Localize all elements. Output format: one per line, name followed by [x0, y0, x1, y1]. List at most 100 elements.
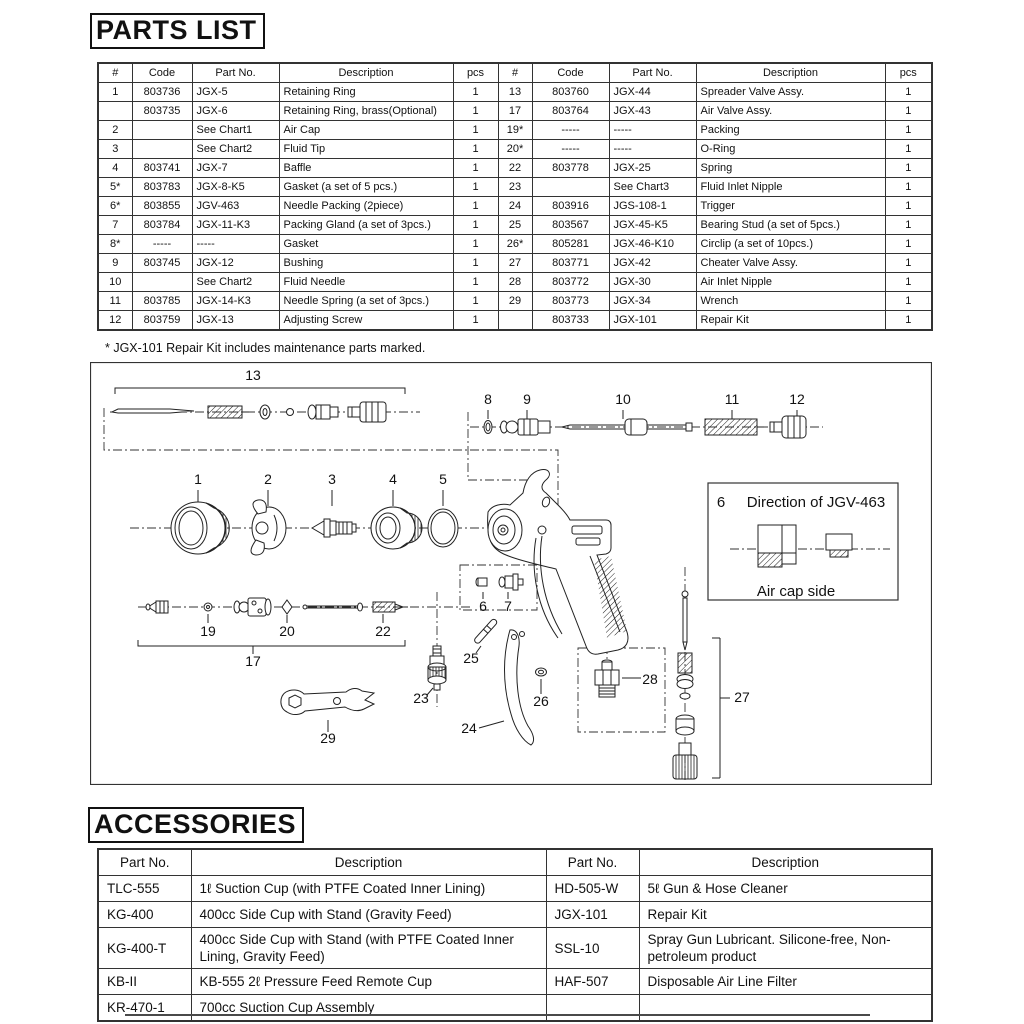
table-cell: Repair Kit [695, 310, 886, 331]
packing-oring-spring-row-drawing [137, 597, 408, 654]
table-cell: 803785 [131, 291, 193, 311]
column-header: Description [278, 62, 454, 83]
table-cell: JGX-101 [608, 310, 697, 331]
table-cell: 803778 [531, 158, 610, 178]
table-cell: 10 [97, 272, 133, 292]
table-cell: 803773 [531, 291, 610, 311]
table-cell: 803735 [131, 101, 193, 121]
table-cell: JGX-12 [191, 253, 280, 273]
spreader-valve-8-9-drawing [483, 410, 551, 436]
diagram-callout-22: 22 [375, 623, 391, 639]
table-cell: Retaining Ring, brass(Optional) [278, 101, 454, 121]
table-cell: Adjusting Screw [278, 310, 454, 331]
table-cell: 1 [452, 291, 499, 311]
table-cell: 1 [884, 177, 933, 197]
column-header: Description [638, 848, 933, 876]
table-cell: 28 [497, 272, 533, 292]
parts-list-title: PARTS LIST [90, 13, 265, 49]
table-cell: 803783 [131, 177, 193, 197]
table-cell: 19* [497, 120, 533, 140]
table-cell: 1 [452, 139, 499, 159]
diagram-callout-28: 28 [642, 671, 658, 687]
table-cell: 803733 [531, 310, 610, 331]
table-cell: 400cc Side Cup with Stand (with PTFE Coa… [190, 927, 547, 969]
table-cell: KB-555 2ℓ Pressure Feed Remote Cup [190, 968, 547, 995]
table-cell: 17 [497, 101, 533, 121]
table-cell: 22 [497, 158, 533, 178]
table-cell [131, 272, 193, 292]
diagram-callout-5: 5 [439, 471, 447, 487]
table-cell: 803741 [131, 158, 193, 178]
needle-assembly-13-drawing [110, 387, 406, 423]
table-cell: Gasket (a set of 5 pcs.) [278, 177, 454, 197]
table-cell: 5ℓ Gun & Hose Cleaner [638, 875, 933, 902]
diagram-callout-3: 3 [328, 471, 336, 487]
air-inlet-28-drawing [594, 659, 641, 698]
table-cell: 1 [884, 139, 933, 159]
table-cell: 1 [884, 310, 933, 331]
table-cell: 1 [452, 310, 499, 331]
trigger-24-drawing [478, 629, 535, 746]
table-cell: JGX-25 [608, 158, 697, 178]
table-cell: TLC-555 [97, 875, 192, 902]
table-cell: JGX-43 [608, 101, 697, 121]
table-cell: 803916 [531, 196, 610, 216]
needle-packing-6-7-drawing [475, 573, 524, 599]
parts-table-header-row: # Code Part No. Description pcs # Code P… [97, 62, 933, 83]
column-header: Part No. [191, 62, 280, 83]
table-cell [531, 177, 610, 197]
table-cell: 1 [452, 101, 499, 121]
table-cell: 803759 [131, 310, 193, 331]
table-cell: 400cc Side Cup with Stand (Gravity Feed) [190, 901, 547, 928]
diagram-callout-25: 25 [463, 650, 479, 666]
table-cell: Fluid Tip [278, 139, 454, 159]
table-cell: 20* [497, 139, 533, 159]
retaining-ring-1-drawing [170, 490, 230, 555]
table-cell: 1 [884, 196, 933, 216]
table-cell: 5* [97, 177, 133, 197]
table-cell: 803784 [131, 215, 193, 235]
table-cell: ----- [191, 234, 280, 254]
column-header: Code [131, 62, 193, 83]
next-section-top-rule [125, 1014, 870, 1016]
jgv463-direction-inset [707, 482, 899, 601]
table-cell: 25 [497, 215, 533, 235]
table-cell: 7 [97, 215, 133, 235]
table-cell: KG-400 [97, 901, 192, 928]
diagram-callout-11: 11 [725, 391, 740, 407]
table-cell: 700cc Suction Cup Assembly [190, 994, 547, 1022]
table-cell: 26* [497, 234, 533, 254]
table-cell: 1 [884, 82, 933, 102]
diagram-callout-1: 1 [194, 471, 202, 487]
table-cell: JGX-7 [191, 158, 280, 178]
table-cell: See Chart1 [191, 120, 280, 140]
table-cell: JGX-42 [608, 253, 697, 273]
table-cell: 27 [497, 253, 533, 273]
table-cell: Bearing Stud (a set of 5pcs.) [695, 215, 886, 235]
table-cell: Wrench [695, 291, 886, 311]
table-cell: 1 [452, 120, 499, 140]
diagram-callout-9: 9 [523, 391, 531, 407]
table-cell: Needle Spring (a set of 3pcs.) [278, 291, 454, 311]
diagram-callout-13: 13 [245, 367, 261, 383]
table-cell: 1 [884, 215, 933, 235]
table-cell: 803764 [531, 101, 610, 121]
diagram-callout-23: 23 [413, 690, 429, 706]
table-cell: ----- [531, 120, 610, 140]
table-cell: 803760 [531, 82, 610, 102]
diagram-callout-27: 27 [734, 689, 750, 705]
table-cell: 2 [97, 120, 133, 140]
table-cell: Air Valve Assy. [695, 101, 886, 121]
table-cell [545, 994, 640, 1022]
